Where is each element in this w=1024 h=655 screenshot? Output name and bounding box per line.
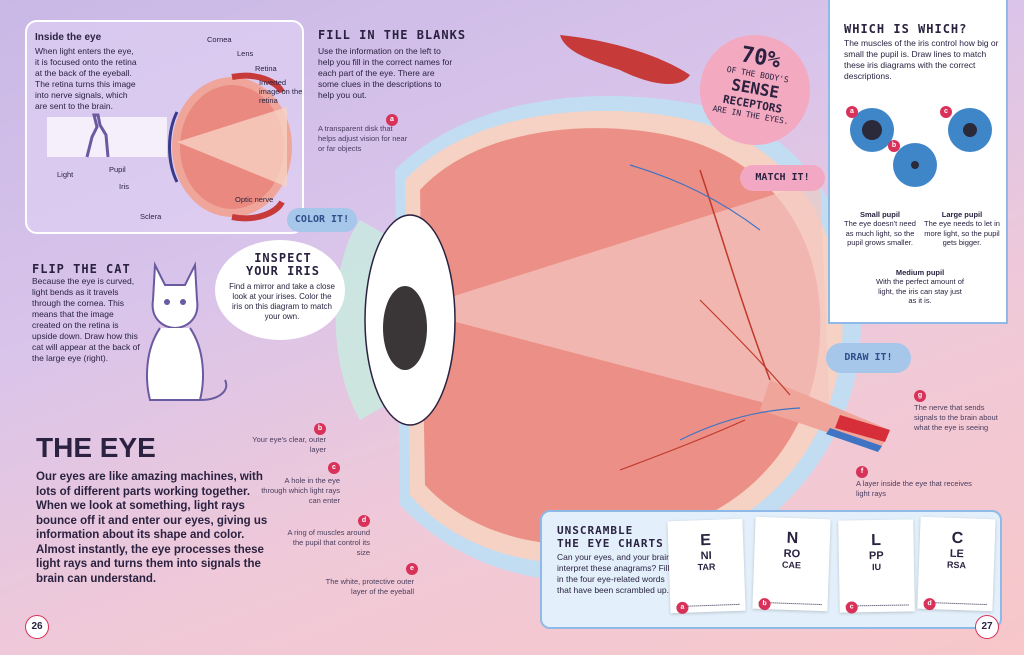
iris-text: Find a mirror and take a close look at y… (229, 282, 335, 321)
label-pupil: Pupil (109, 165, 126, 174)
unscramble-title-line1: Unscramble (557, 524, 634, 537)
which-text: The muscles of the iris control how big … (844, 38, 999, 81)
fill-blanks-text: Use the information on the left to help … (318, 46, 453, 100)
label-light: Light (57, 170, 74, 179)
inside-eye-panel: Inside the eye When light enters the eye… (25, 20, 304, 234)
clue-d-text: A ring of muscles around the pupil that … (287, 528, 370, 557)
color-it-cloud: COLOR IT! (287, 208, 357, 232)
unscramble-panel: Unscramble the eye charts Can your eyes,… (540, 510, 1002, 629)
page-number-right: 27 (975, 615, 999, 639)
iris-title-line2: your iris (245, 264, 321, 278)
draw-it-cloud: DRAW IT! (826, 343, 911, 373)
card-answer-line[interactable]: c (845, 594, 909, 614)
clue-c-text: A hole in the eye through which light ra… (261, 476, 340, 505)
card-row3: CAE (781, 559, 802, 571)
small-pupil-text: The eye doesn't need as much light, so t… (844, 219, 916, 247)
which-panel: Which is which? The muscles of the iris … (828, 0, 1008, 324)
medium-pupil-text: With the perfect amount of light, the ir… (876, 277, 964, 305)
eye-chart-card: N RO CAE b (752, 516, 831, 612)
main-text: Our eyes are like amazing machines, with… (36, 471, 268, 585)
clue-d-badge: d (358, 515, 370, 527)
page-number-left: 26 (25, 615, 49, 639)
medium-pupil-title: Medium pupil (895, 268, 945, 277)
unscramble-title-line2: the eye charts (557, 537, 664, 550)
small-eye-diagram (47, 72, 292, 222)
label-optic: Optic nerve (235, 195, 274, 204)
card-badge: b (758, 597, 771, 611)
card-badge: c (845, 601, 858, 614)
card-row3: IU (871, 561, 882, 573)
clue-g-text: The nerve that sends signals to the brai… (914, 403, 998, 432)
iris-bubble (215, 240, 345, 340)
clue-a-text: A transparent disk that helps adjust vis… (318, 124, 408, 153)
clue-b-text: Your eye's clear, outer layer (252, 435, 326, 454)
clue-a-badge: a (386, 114, 398, 126)
iris-badge-a: a (846, 106, 858, 118)
large-pupil-title: Large pupil (941, 210, 983, 219)
cat-outline (146, 261, 228, 401)
card-row3: TAR (697, 561, 716, 573)
inside-eye-title: Inside the eye (35, 32, 102, 43)
main-title: THE EYE (36, 432, 156, 463)
card-answer-line[interactable]: d (923, 591, 987, 611)
clue-e-text: The white, protective outer layer of the… (325, 577, 414, 596)
large-pupil: Large pupil The eye needs to let in more… (922, 210, 1002, 248)
card-answer-line[interactable]: b (758, 591, 822, 611)
cat-title: Flip the cat (32, 262, 131, 276)
card-row3: RSA (946, 559, 967, 571)
eye-chart-card: E NI TAR a (667, 518, 746, 615)
label-lens: Lens (237, 49, 254, 58)
small-pupil: Small pupil The eye doesn't need as much… (840, 210, 920, 248)
card-badge: d (923, 597, 936, 611)
clue-c-badge: c (328, 462, 340, 474)
iris-badge-c: c (940, 106, 952, 118)
label-retina: Retina (255, 64, 277, 73)
match-it-cloud: MATCH IT! (740, 165, 825, 191)
clue-e-badge: e (406, 563, 418, 575)
clue-f-text: A layer inside the eye that receives lig… (856, 479, 972, 498)
eye-chart-cards: E NI TAR a N RO CAE b L PP IU c C LE RSA… (667, 514, 999, 624)
large-pupil-text: The eye needs to let in more light, so t… (924, 219, 1000, 247)
fill-blanks-title: Fill in the blanks (318, 28, 467, 42)
small-pupil-title: Small pupil (859, 210, 900, 219)
iris-badge-b: b (888, 140, 900, 152)
unscramble-title: Unscramble the eye charts (557, 524, 664, 550)
label-inverted: Inverted image on the retina (259, 78, 303, 105)
iris-diagrams (850, 108, 992, 187)
clue-b-badge: b (314, 423, 326, 435)
eye-chart-card: C LE RSA d (917, 516, 996, 612)
medium-pupil: Medium pupil With the perfect amount of … (875, 268, 965, 306)
unscramble-text: Can your eyes, and your brain, interpret… (557, 552, 674, 595)
inside-eye-text: When light enters the eye, it is focused… (35, 46, 137, 111)
card-row1: L (871, 531, 882, 550)
card-answer-line[interactable]: a (676, 593, 740, 615)
clue-g-badge: g (914, 390, 926, 402)
cat-text: Because the eye is curved, light bends a… (32, 276, 140, 363)
label-cornea: Cornea (207, 35, 232, 44)
clue-f-badge: f (856, 466, 868, 478)
eye-chart-card: L PP IU c (838, 519, 915, 614)
card-badge: a (676, 601, 689, 615)
label-iris: Iris (119, 182, 129, 191)
eye-illustration (335, 35, 890, 582)
iris-title: Inspect your iris (243, 252, 323, 278)
iris-title-line1: Inspect (254, 251, 312, 265)
label-sclera: Sclera (140, 212, 162, 221)
which-title: Which is which? (844, 22, 968, 36)
